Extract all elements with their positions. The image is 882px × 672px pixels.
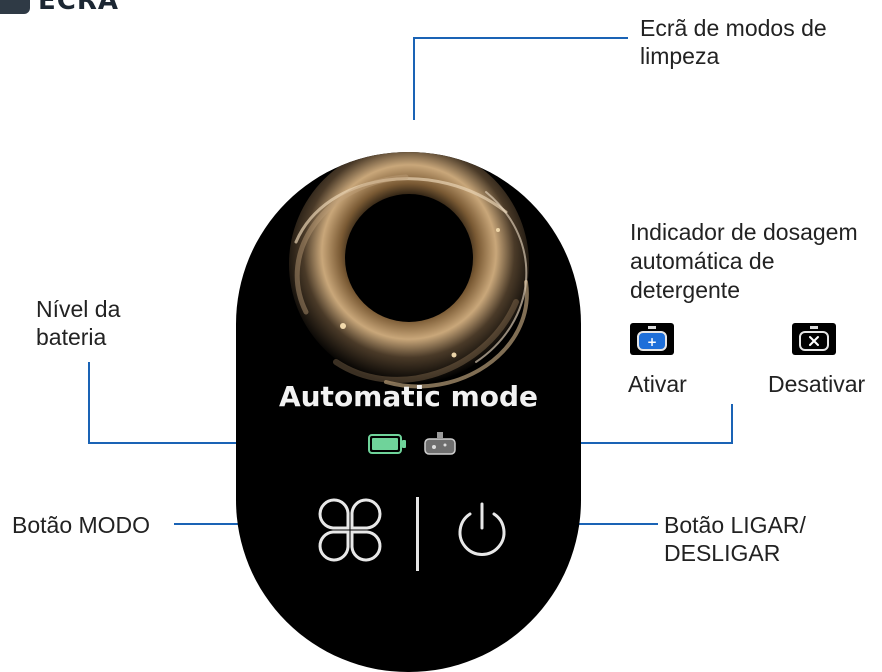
display-panel: Automatic mode <box>236 152 581 672</box>
button-divider <box>416 497 419 571</box>
mode-button[interactable] <box>318 498 382 562</box>
swirl-graphic <box>289 152 529 389</box>
detergent-inactive-icon <box>792 323 836 355</box>
screen-modes-label: Ecrã de modos de limpeza <box>640 15 827 69</box>
mode-label: Automatic mode <box>278 380 539 413</box>
power-button[interactable] <box>452 500 512 560</box>
detergent-active-icon: + <box>630 323 674 355</box>
mode-button-label: Botão MODO <box>12 512 151 538</box>
activate-label: Ativar <box>628 371 687 397</box>
section-marker <box>0 0 30 14</box>
section-title: ECRÃ <box>38 0 119 16</box>
detergent-indicator-label: Indicador de dosagem automática de deter… <box>630 219 858 303</box>
screen-callout-line <box>413 37 628 120</box>
power-button-label: Botão LIGAR/ DESLIGAR <box>664 512 806 566</box>
detergent-indicator-icon <box>424 432 456 455</box>
battery-level-label: Nível da bateria <box>36 296 121 350</box>
section-heading: ECRÃ <box>0 0 119 16</box>
battery-icon <box>368 434 406 454</box>
deactivate-label: Desativar <box>768 371 866 397</box>
svg-text:+: + <box>647 335 657 349</box>
